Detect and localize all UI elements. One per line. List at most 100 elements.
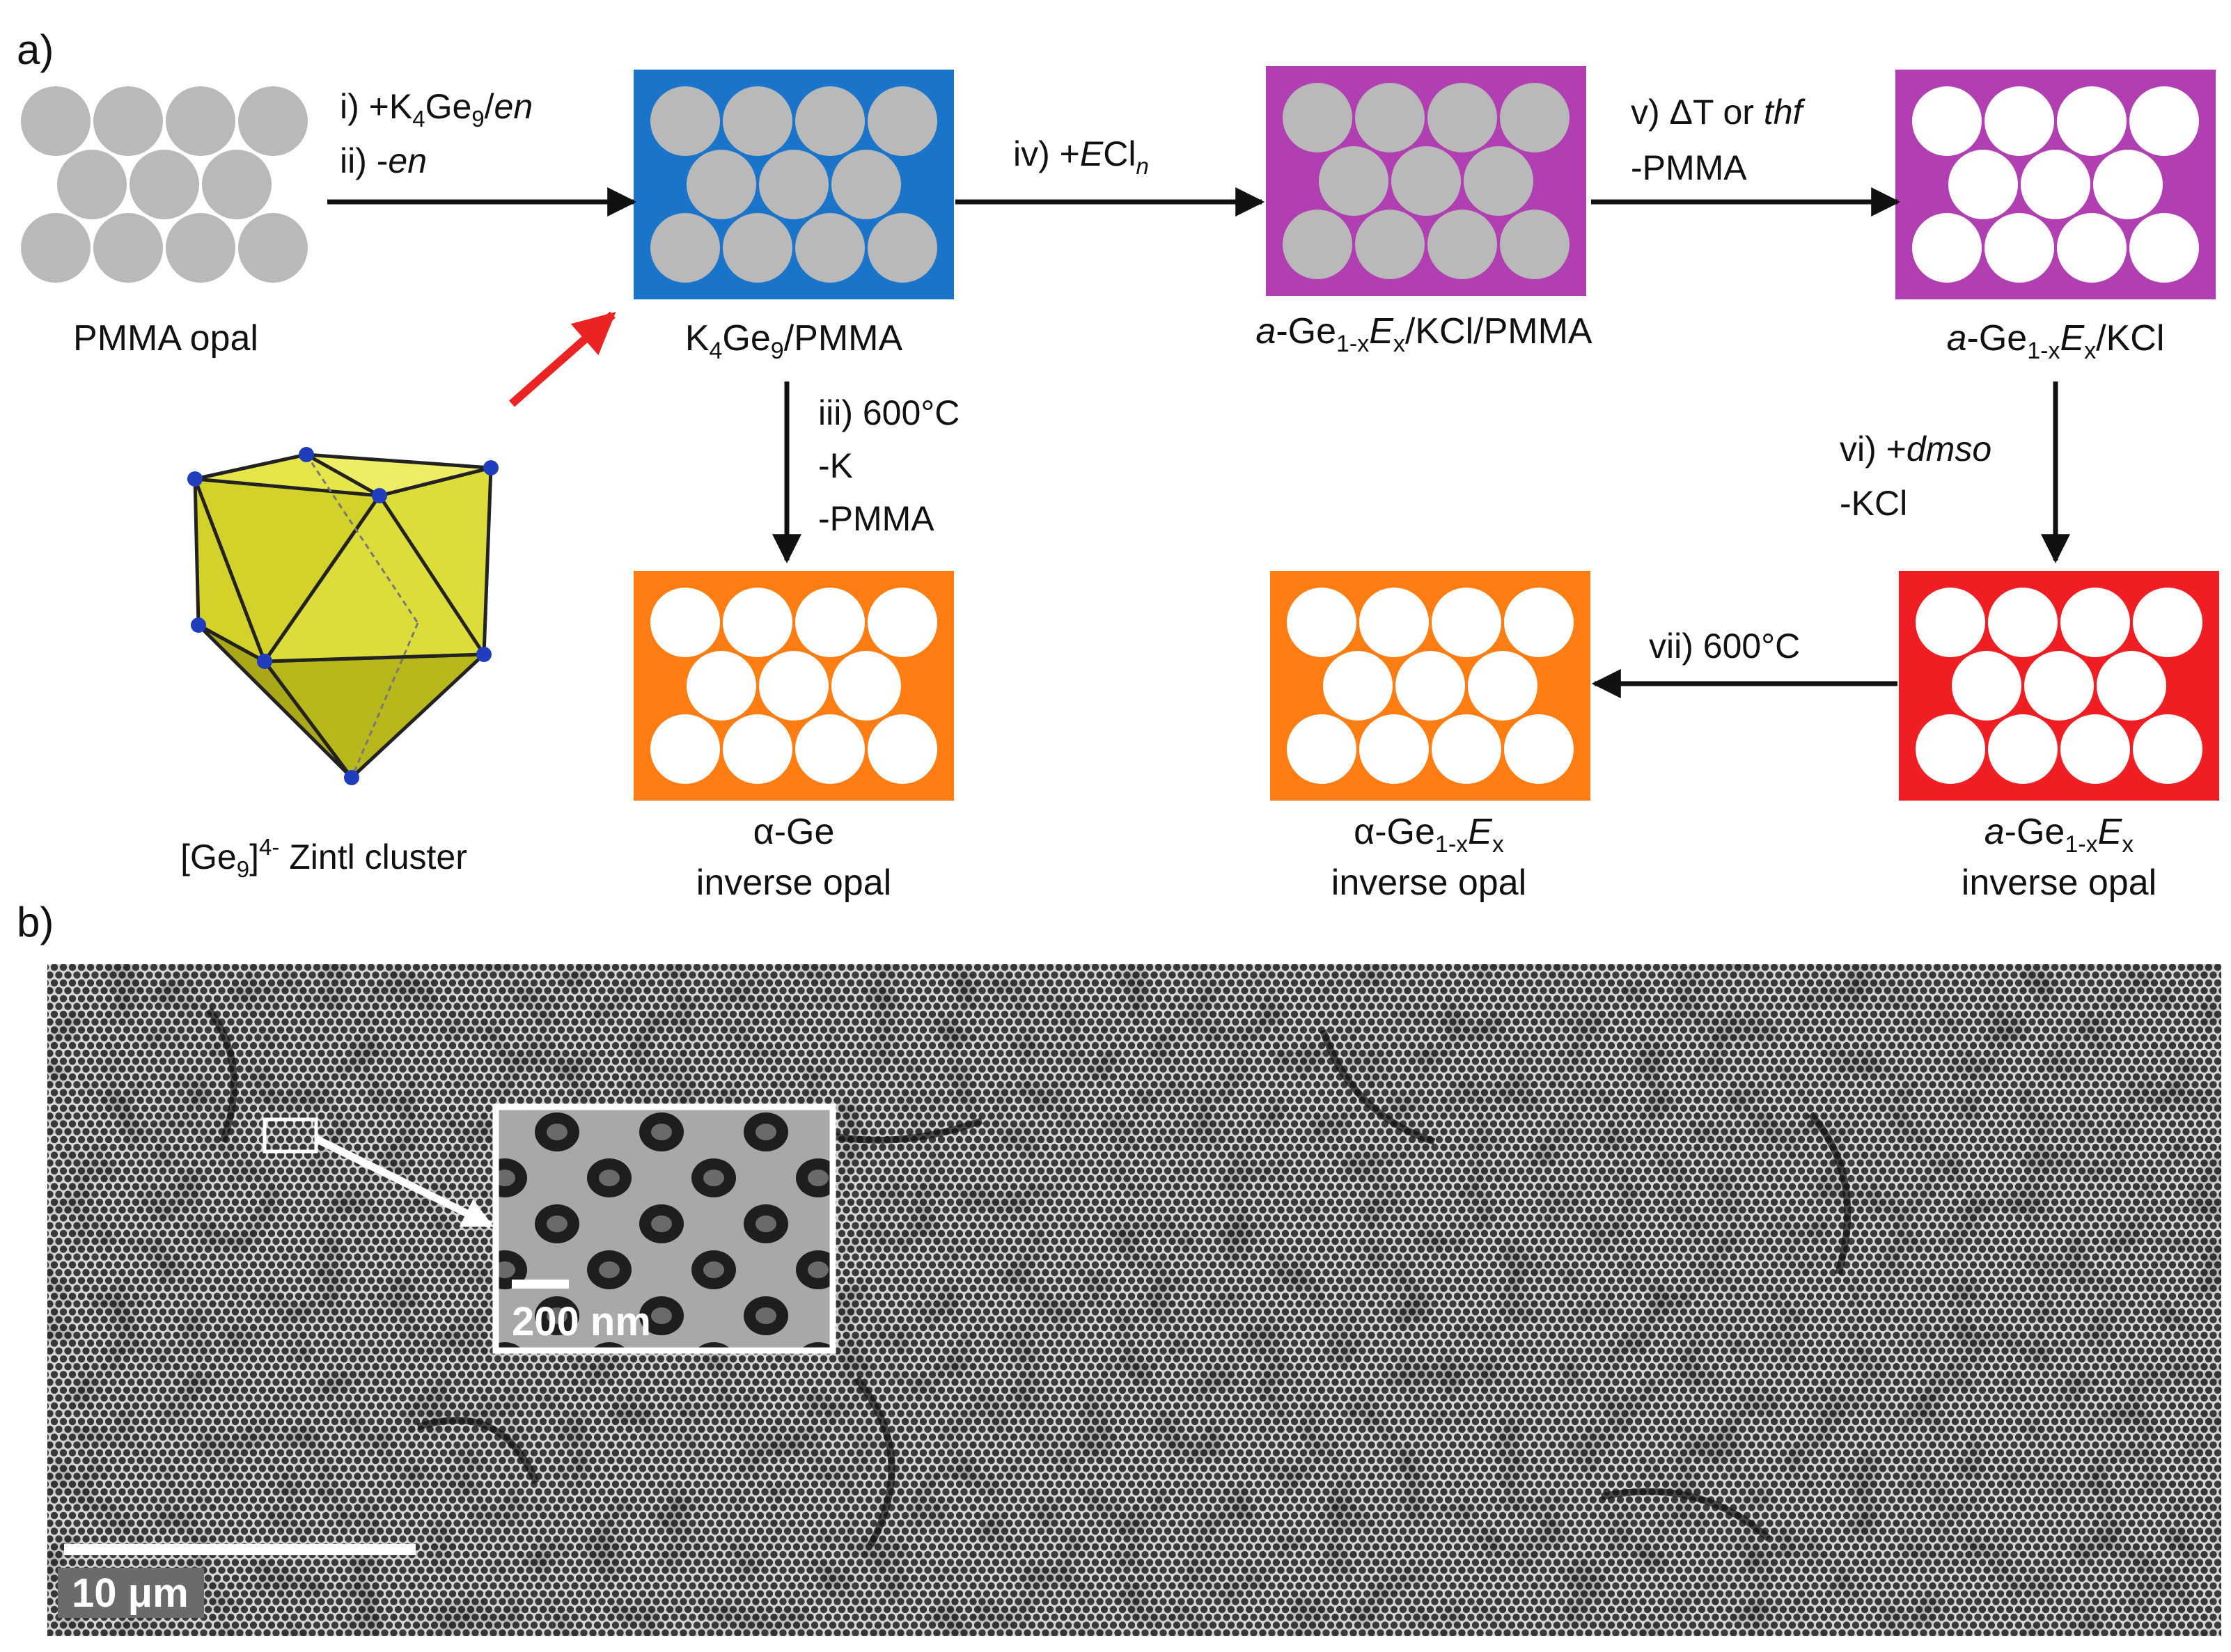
sphere xyxy=(1504,588,1574,657)
sphere xyxy=(1952,651,2021,721)
alpha-ge-inverse-opal-box xyxy=(634,571,954,801)
sphere xyxy=(759,150,829,219)
step-4-label: iv) +ECln xyxy=(1013,134,1149,179)
sphere xyxy=(1912,213,1982,283)
sphere xyxy=(868,213,937,283)
sphere xyxy=(1916,714,1985,784)
sphere xyxy=(1395,651,1465,721)
k4ge9-pmma-label: K4Ge9/PMMA xyxy=(685,318,903,364)
sphere xyxy=(1988,588,2058,657)
sphere xyxy=(1500,83,1569,152)
ge-kcl-pmma-box xyxy=(1266,66,1586,296)
ge-atom xyxy=(257,654,272,669)
sphere xyxy=(723,213,792,283)
sphere xyxy=(2021,150,2090,219)
sphere xyxy=(868,714,937,784)
sphere xyxy=(2129,213,2199,283)
ge-kcl-pmma-label: a-Ge1-xEx/KCl/PMMA xyxy=(1255,311,1592,357)
sphere xyxy=(795,86,865,156)
sphere xyxy=(93,213,163,283)
sphere xyxy=(2057,86,2127,156)
sphere xyxy=(1948,150,2018,219)
sphere xyxy=(57,150,127,219)
sphere xyxy=(1468,651,1537,721)
step-3-label-line1: iii) 600°C xyxy=(818,393,960,432)
sphere xyxy=(1912,86,1982,156)
step-6-label-line2: -KCl xyxy=(1840,484,1907,523)
sphere xyxy=(650,86,720,156)
sphere xyxy=(1323,651,1393,721)
ge-kcl-label: a-Ge1-xEx/KCl xyxy=(1947,318,2165,364)
sphere xyxy=(723,714,792,784)
ge-atom xyxy=(372,488,387,503)
sphere xyxy=(1359,714,1429,784)
alpha-gex-label-line2: inverse opal xyxy=(1331,863,1526,903)
sphere xyxy=(202,150,272,219)
a-gex-label-line2: inverse opal xyxy=(1962,863,2156,903)
sphere xyxy=(723,86,792,156)
sphere xyxy=(2060,714,2130,784)
zoom-arrow xyxy=(314,1135,494,1229)
a-gex-inverse-opal-box xyxy=(1899,571,2219,801)
alpha-ge-label-line1: α-Ge xyxy=(753,812,835,852)
sphere xyxy=(723,588,792,657)
ge-atom xyxy=(483,460,499,475)
ge-kcl-box xyxy=(1895,70,2216,299)
sphere xyxy=(1319,146,1388,216)
sphere xyxy=(1916,588,1985,657)
ge-atom xyxy=(344,770,359,785)
sphere xyxy=(1359,588,1429,657)
sphere xyxy=(1355,83,1425,152)
sphere xyxy=(1432,714,1501,784)
zoom-region-marker xyxy=(263,1117,318,1154)
sphere xyxy=(2060,588,2130,657)
step-5-label-line2: -PMMA xyxy=(1631,148,1747,187)
sphere xyxy=(759,651,829,721)
sphere xyxy=(1283,210,1352,279)
sphere xyxy=(868,588,937,657)
sem-micrograph xyxy=(47,964,2221,1636)
sphere xyxy=(2097,651,2166,721)
sem-inset: 200 nm xyxy=(492,1103,836,1354)
sphere xyxy=(831,150,901,219)
panel-a-label: a) xyxy=(17,26,54,73)
ge-atom xyxy=(476,647,492,662)
sphere xyxy=(130,150,199,219)
inset-scale-label: 200 nm xyxy=(512,1299,651,1344)
sphere xyxy=(1985,213,2054,283)
sphere xyxy=(1283,83,1352,152)
sphere xyxy=(2024,651,2094,721)
sphere xyxy=(687,150,756,219)
sphere xyxy=(650,213,720,283)
sphere xyxy=(1391,146,1461,216)
main-scale-label: 10 μm xyxy=(72,1571,189,1616)
sphere xyxy=(1432,588,1501,657)
sphere xyxy=(2129,86,2199,156)
pmma-opal-box xyxy=(21,86,308,283)
sphere xyxy=(1287,588,1356,657)
sphere xyxy=(238,86,308,156)
step-3-label-line2: -K xyxy=(818,446,853,485)
cluster-label: [Ge9]4- Zintl cluster xyxy=(180,834,467,882)
sphere xyxy=(2093,150,2163,219)
sphere xyxy=(831,651,901,721)
step-6-label: vi) +dmso xyxy=(1840,430,1991,469)
sphere xyxy=(795,213,865,283)
panel-b-label: b) xyxy=(17,899,54,945)
a-gex-label-line1: a-Ge1-xEx xyxy=(1985,812,2134,858)
sphere xyxy=(166,213,235,283)
inset-scale-bar xyxy=(512,1280,569,1289)
sphere xyxy=(1427,83,1497,152)
sphere xyxy=(1287,714,1356,784)
sphere xyxy=(238,213,308,283)
sphere xyxy=(1355,210,1425,279)
sphere xyxy=(687,651,756,721)
sphere xyxy=(650,714,720,784)
highlight-arrow xyxy=(509,311,616,407)
k4ge9-pmma-box xyxy=(634,70,954,299)
alpha-ge-label-line2: inverse opal xyxy=(696,863,891,903)
alpha-gex-label-line1: α-Ge1-xEx xyxy=(1354,812,1504,858)
sphere xyxy=(1500,210,1569,279)
step-2-label: ii) -en xyxy=(340,141,427,180)
sphere xyxy=(21,86,91,156)
